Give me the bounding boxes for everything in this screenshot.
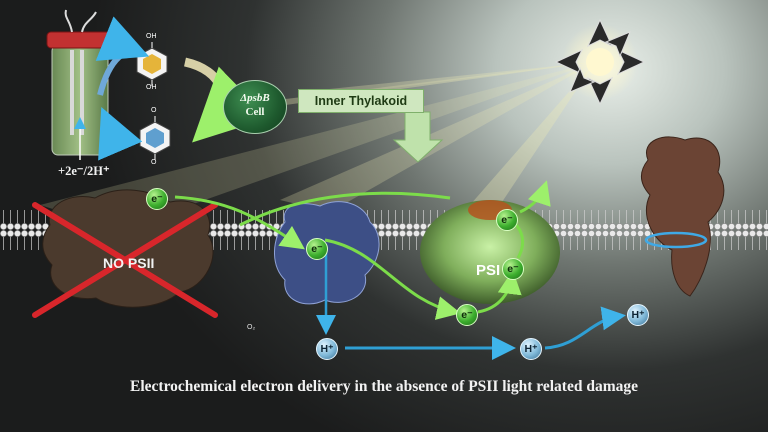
electron-node: e⁻: [146, 188, 168, 210]
psi-protein: [420, 200, 560, 304]
electron-path-into-psi: [477, 270, 522, 314]
proton-path-to-atp: [544, 306, 626, 350]
benzoquinone-molecule: [139, 116, 171, 160]
oxidation-arrow: [98, 106, 143, 161]
electron-path-to-b6f: [174, 195, 305, 250]
electron-path-upper-loop: [239, 191, 451, 227]
light-beam: [40, 62, 595, 230]
psii-protein: [42, 189, 214, 308]
electron-node: e⁻: [306, 238, 328, 260]
cell-word-label: Cell: [245, 106, 265, 118]
hydroxyl-top-label: OH: [146, 33, 157, 40]
figure-caption: Electrochemical electron delivery in the…: [130, 378, 638, 395]
light-beam: [470, 62, 595, 205]
light-beams: [40, 62, 595, 230]
no-psii-label: NO PSII: [103, 255, 155, 271]
hydroxyl-bottom-label: OH: [146, 84, 157, 91]
hydroquinone-molecule: [136, 42, 168, 86]
electron-node: e⁻: [502, 258, 524, 280]
electron-path-b6f-to-pc: [324, 238, 461, 320]
no-psii-cross: [32, 202, 218, 318]
inner-thylakoid-label: Inner Thylakoid: [298, 89, 424, 113]
proton-node: H⁺: [316, 338, 338, 360]
charge-label: +2e⁻/2H⁺: [58, 164, 110, 178]
sun-light-source: [554, 18, 646, 106]
rotor-ring: [644, 231, 708, 249]
down-arrow: [392, 111, 444, 163]
light-beam: [280, 62, 595, 212]
psbb-cell-label: ΔpsbB Cell: [223, 80, 287, 134]
proton-node: H⁺: [520, 338, 542, 360]
electron-node: e⁻: [496, 209, 518, 231]
cell-gene-label: ΔpsbB: [240, 92, 270, 104]
electron-path-to-acceptor: [519, 180, 551, 214]
psi-label: PSI: [476, 262, 501, 279]
oxygen-label: O₂: [247, 324, 256, 331]
quinone-cycle-arrow: [183, 57, 269, 143]
oxygen-bottom-label: O: [151, 159, 157, 166]
proton-node: H⁺: [627, 304, 649, 326]
electron-node: e⁻: [456, 304, 478, 326]
reduction-arrow: [95, 16, 150, 96]
oxygen-top-label: O: [151, 107, 157, 114]
atp-synthase-protein: [641, 136, 725, 297]
